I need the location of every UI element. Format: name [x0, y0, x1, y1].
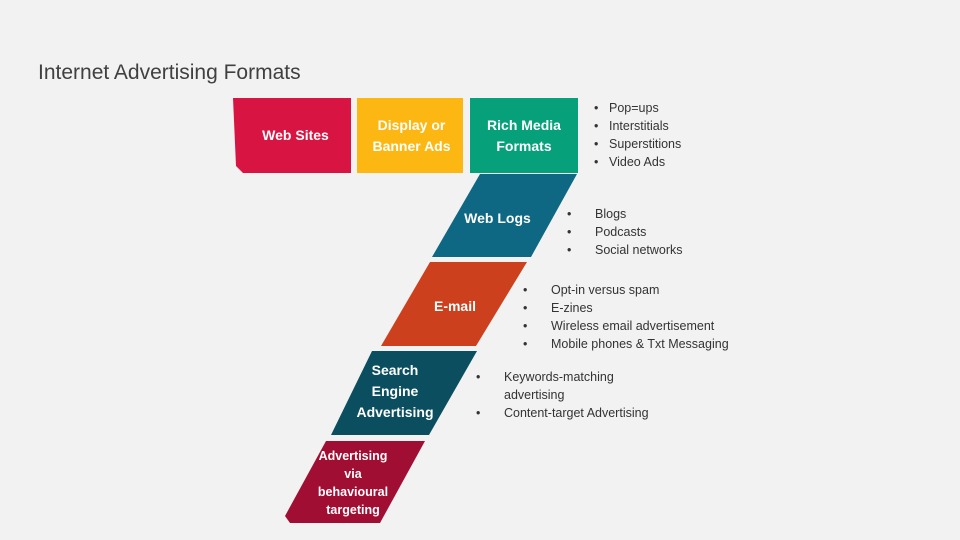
search-shape	[331, 351, 477, 435]
display-shape	[357, 98, 463, 173]
bullet: Keywords-matching advertising	[476, 368, 636, 404]
bullet: Opt-in versus spam	[523, 281, 729, 299]
bullet: E-zines	[523, 299, 729, 317]
rich-media-shape	[470, 98, 578, 173]
bullet: Podcasts	[567, 223, 683, 241]
search-label: Search Engine Advertising	[356, 361, 434, 420]
behavioural-label: Advertising via behavioural targeting	[317, 449, 389, 517]
behavioural-shape	[285, 441, 425, 523]
bullet: Content-target Advertising	[476, 404, 649, 422]
search-bullets: Keywords-matching advertising Content-ta…	[476, 368, 649, 422]
web-sites-shape	[233, 98, 351, 173]
bullet: Mobile phones & Txt Messaging	[523, 335, 729, 353]
bullet: Blogs	[567, 205, 683, 223]
bullet: Social networks	[567, 241, 683, 259]
email-shape	[381, 262, 527, 346]
bullet: Superstitions	[594, 135, 681, 153]
display-label: Display or Banner Ads	[372, 116, 451, 154]
bullet: Wireless email advertisement	[523, 317, 729, 335]
email-bullets: Opt-in versus spam E-zines Wireless emai…	[523, 281, 729, 353]
rich-media-label: Rich Media Formats	[487, 116, 561, 154]
email-label: E-mail	[433, 297, 476, 314]
web-sites-label: Web Sites	[262, 127, 329, 143]
web-logs-shape	[432, 174, 577, 257]
rich-media-bullets: Pop=ups Interstitials Superstitions Vide…	[594, 99, 681, 171]
bullet: Video Ads	[594, 153, 681, 171]
bullet: Interstitials	[594, 117, 681, 135]
slide-title: Internet Advertising Formats	[38, 61, 301, 84]
web-logs-label: Web Logs	[464, 209, 531, 226]
bullet: Pop=ups	[594, 99, 681, 117]
web-logs-bullets: Blogs Podcasts Social networks	[567, 205, 683, 259]
